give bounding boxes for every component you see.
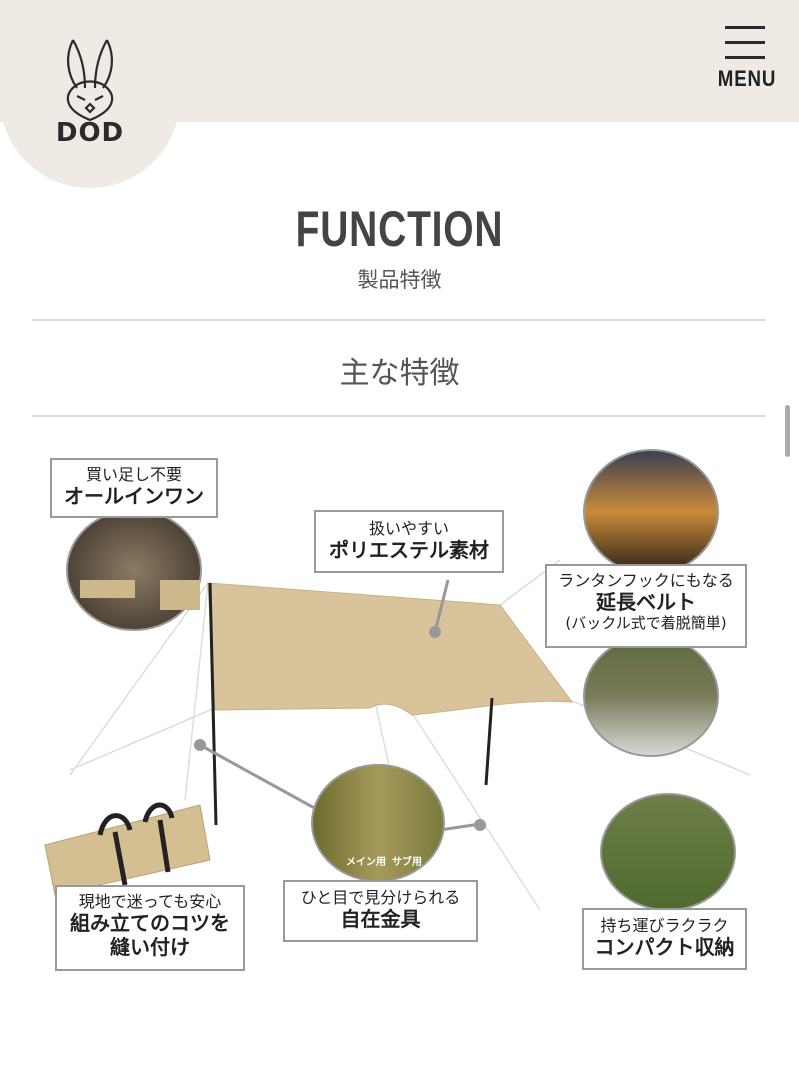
pole — [208, 582, 218, 826]
hamburger-icon-line — [725, 56, 765, 59]
hamburger-icon — [725, 26, 765, 29]
main-label: メイン用 — [346, 856, 386, 868]
pole — [484, 697, 494, 786]
feature-big: 縫い付け — [110, 935, 190, 960]
menu-button[interactable]: MENU — [712, 22, 782, 94]
feature-big: コンパクト収納 — [594, 935, 735, 960]
extension-belt-photo — [583, 635, 719, 757]
page-subtitle: 製品特徴 — [357, 268, 442, 292]
feature-illustration: メイン用 サブ用 買い足し不要 オールインワン 扱いやすい ポリエステル素材 ラ… — [0, 440, 799, 1000]
compact-storage-photo — [600, 793, 736, 911]
feature-small: 扱いやすい — [368, 519, 449, 538]
hamburger-icon-line — [725, 41, 765, 44]
feature-small: 買い足し不要 — [85, 465, 182, 484]
page-title: FUNCTION — [295, 201, 504, 257]
sub-label: サブ用 — [392, 855, 422, 868]
logo-link[interactable]: DOD — [0, 0, 180, 188]
tarp-diagram: メイン用 サブ用 — [44, 449, 751, 911]
lantern-hook-photo — [583, 449, 719, 575]
feature-big: ポリエステル素材 — [329, 538, 489, 563]
feature-label-instructions: 現地で迷っても安心 組み立てのコツを 縫い付け — [55, 885, 245, 971]
feature-label-all-in-one: 買い足し不要 オールインワン — [50, 458, 218, 518]
rabbit-logo-icon — [66, 39, 114, 122]
menu-label: MENU — [717, 66, 777, 91]
feature-small: 現地で迷っても安心 — [78, 892, 222, 911]
feature-small: 持ち運びラクラク — [600, 916, 729, 935]
feature-small: ランタンフックにもなる — [558, 571, 734, 590]
divider — [32, 415, 766, 417]
feature-label-polyester: 扱いやすい ポリエステル素材 — [314, 510, 504, 573]
divider — [32, 319, 766, 321]
feature-big: 組み立てのコツを — [70, 911, 230, 936]
section-title: 主な特徴 — [339, 356, 460, 391]
feature-small: ひと目で見分けられる — [300, 888, 461, 907]
feature-big: オールインワン — [64, 484, 204, 509]
feature-label-compact: 持ち運びラクラク コンパクト収納 — [582, 908, 747, 970]
all-in-one-photo — [66, 509, 202, 631]
feature-label-extension-belt: ランタンフックにもなる 延長ベルト (バックル式で着脱簡単) — [545, 564, 747, 648]
scrollbar[interactable] — [785, 405, 790, 457]
tarp-shape — [207, 582, 574, 716]
logo-text: DOD — [55, 118, 125, 148]
feature-big: 延長ベルト — [596, 590, 696, 615]
feature-label-adjuster: ひと目で見分けられる 自在金具 — [283, 880, 478, 942]
feature-note: (バックル式で着脱簡単) — [565, 614, 727, 633]
feature-big: 自在金具 — [340, 907, 421, 932]
carry-bag — [44, 802, 211, 896]
